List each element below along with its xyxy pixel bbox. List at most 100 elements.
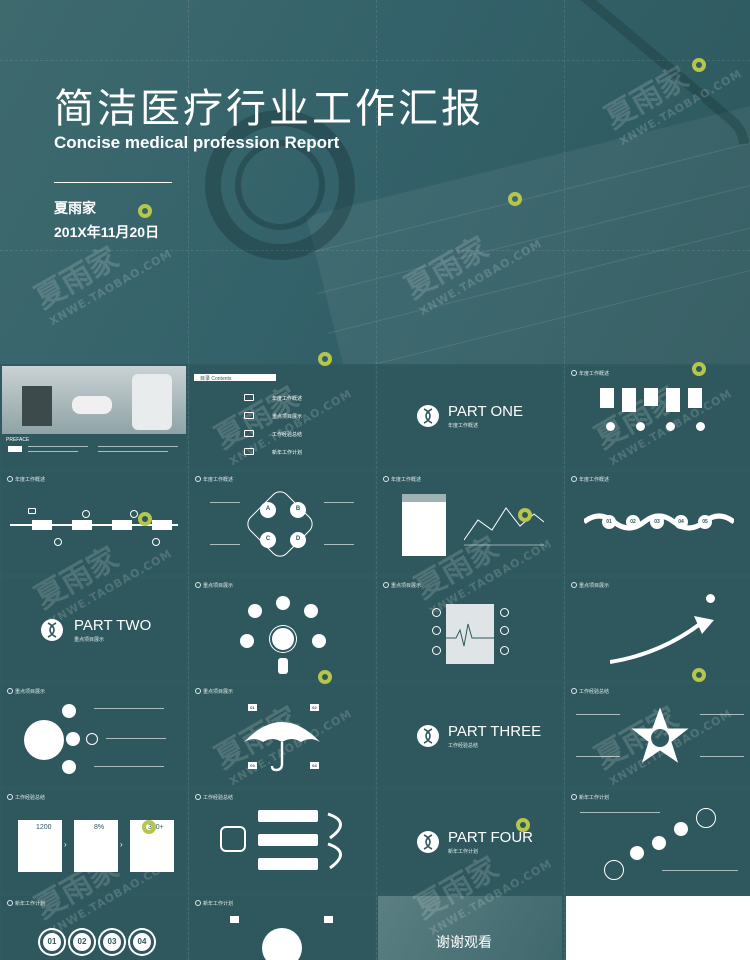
slide-thumb-2[interactable]: 目录 Contents 年度工作概述 重点项目展示 工作经验总结 新年工作计划 xyxy=(190,366,374,468)
slide-thumb-3[interactable]: PART ONE 年度工作概述 xyxy=(378,366,562,468)
contents-icon xyxy=(244,430,254,437)
num-03: 03 xyxy=(248,762,257,769)
timeline-icon xyxy=(130,510,138,518)
slide-thumb-4[interactable]: 年度工作概述 xyxy=(566,366,750,468)
text-line xyxy=(210,544,240,545)
gear-03: 03 xyxy=(100,930,124,954)
watermark-logo xyxy=(516,818,530,832)
slide-thumb-6[interactable]: 年度工作概述 A B C D xyxy=(190,472,374,574)
slide-thumb-18[interactable]: 工作经验总结 xyxy=(190,790,374,892)
option-c: C xyxy=(260,532,276,548)
option-a: A xyxy=(260,502,276,518)
slide-thumb-11[interactable]: 重点项目展示 xyxy=(378,578,562,680)
center-magnifier xyxy=(270,626,296,652)
contents-icon xyxy=(244,448,254,455)
text-line xyxy=(210,502,240,503)
guide-line xyxy=(376,0,377,960)
list-icon xyxy=(432,646,441,655)
slide-thumb-9[interactable]: PART TWO 重点项目展示 xyxy=(2,578,186,680)
curved-arrows xyxy=(327,812,342,870)
text-line xyxy=(576,756,620,757)
text-line xyxy=(576,714,620,715)
part-two-title: PART TWO xyxy=(74,617,152,634)
timeline-axis xyxy=(10,524,178,526)
slide-thumb-7[interactable]: 年度工作概述 xyxy=(378,472,562,574)
watermark-logo xyxy=(692,362,706,376)
stat-percent: 8% xyxy=(94,824,105,831)
slide-header: 新年工作计划 xyxy=(7,900,45,907)
list-icon xyxy=(432,626,441,635)
ecg-paper xyxy=(446,604,494,664)
slide-thumb-19[interactable]: PART FOUR 新年工作计划 xyxy=(378,790,562,892)
slide-thumb-17[interactable]: 工作经验总结 1200 8% 300+ › › xyxy=(2,790,186,892)
slide-thumb-10[interactable]: 重点项目展示 xyxy=(190,578,374,680)
thanks-text: 谢谢观看 xyxy=(436,935,492,951)
slide-header: 工作经验总结 xyxy=(571,688,609,695)
slide-thumb-24-blank[interactable] xyxy=(566,896,750,960)
slide-thumb-8[interactable]: 年度工作概述 01 02 03 04 05 xyxy=(566,472,750,574)
part-three-title: PART THREE xyxy=(448,723,542,740)
branch-node xyxy=(86,733,98,745)
text-line xyxy=(324,544,354,545)
hub-box xyxy=(220,826,246,852)
plan-node xyxy=(630,846,644,860)
slide-thumb-20[interactable]: 新年工作计划 xyxy=(566,790,750,892)
contents-item-1: 年度工作概述 xyxy=(272,396,303,402)
orbit-node xyxy=(276,596,290,610)
slide-header: 新年工作计划 xyxy=(571,794,609,801)
contents-item-2: 重点项目展示 xyxy=(272,414,303,420)
slide-header: 重点项目展示 xyxy=(571,582,609,589)
preface-label: PREFACE xyxy=(6,437,30,443)
num-02: 02 xyxy=(310,704,319,711)
magnifier-handle xyxy=(278,658,288,674)
orbit-node xyxy=(248,604,262,618)
text-line xyxy=(580,812,660,813)
slide-thumb-1[interactable]: PREFACE xyxy=(2,366,186,468)
center-circle xyxy=(262,928,302,960)
part-three-subtitle: 工作经验总结 xyxy=(448,743,479,749)
timeline-node xyxy=(152,520,172,530)
slide-thumb-12[interactable]: 重点项目展示 xyxy=(566,578,750,680)
lab-equipment xyxy=(22,386,52,426)
growth-arrow xyxy=(610,616,714,664)
contents-bar xyxy=(194,374,276,381)
step-02: 02 xyxy=(626,515,640,529)
slide-header: 年度工作概述 xyxy=(571,370,609,377)
branch-node xyxy=(66,732,80,746)
orbit-node xyxy=(304,604,318,618)
part-two-subtitle: 重点项目展示 xyxy=(74,637,105,643)
bar-block xyxy=(688,388,702,408)
gear-02: 02 xyxy=(70,930,94,954)
timeline-icon xyxy=(54,538,62,546)
watermark-logo xyxy=(518,508,532,522)
watermark-logo xyxy=(138,512,152,526)
slide-thumb-14[interactable]: 重点项目展示 01 02 03 04 xyxy=(190,684,374,786)
watermark-logo xyxy=(318,352,332,366)
orbit-node xyxy=(312,634,326,648)
slide-thumb-21[interactable]: 新年工作计划 01 02 03 04 xyxy=(2,896,186,960)
slide-thumb-23[interactable]: 谢谢观看 xyxy=(378,896,562,960)
dna-icon xyxy=(41,619,63,641)
contents-title: 目录 Contents xyxy=(200,376,232,382)
chevron-right-icon: › xyxy=(120,840,123,849)
dna-icon xyxy=(417,831,439,853)
watermark-logo xyxy=(318,670,332,684)
slide-thumb-5[interactable]: 年度工作概述 xyxy=(2,472,186,574)
slide-thumb-15[interactable]: PART THREE 工作经验总结 xyxy=(378,684,562,786)
plan-node xyxy=(604,860,624,880)
slide-thumb-16[interactable]: 工作经验总结 xyxy=(566,684,750,786)
text-line xyxy=(98,451,168,452)
stat-1200: 1200 xyxy=(36,824,52,831)
icon-dot xyxy=(606,422,615,431)
core-circle xyxy=(24,720,64,760)
list-icon xyxy=(432,608,441,617)
text-line xyxy=(98,446,178,447)
slide-thumbnail-grid: PREFACE 目录 Contents 年度工作概述 重点项目展示 工作经验总结… xyxy=(2,366,750,960)
option-b: B xyxy=(290,502,306,518)
slide-thumb-22[interactable]: 新年工作计划 xyxy=(190,896,374,960)
slide-thumb-13[interactable]: 重点项目展示 xyxy=(2,684,186,786)
diamond-frame xyxy=(243,487,317,561)
dna-icon xyxy=(417,405,439,427)
glove-hand xyxy=(72,396,112,414)
step-05: 05 xyxy=(698,515,712,529)
